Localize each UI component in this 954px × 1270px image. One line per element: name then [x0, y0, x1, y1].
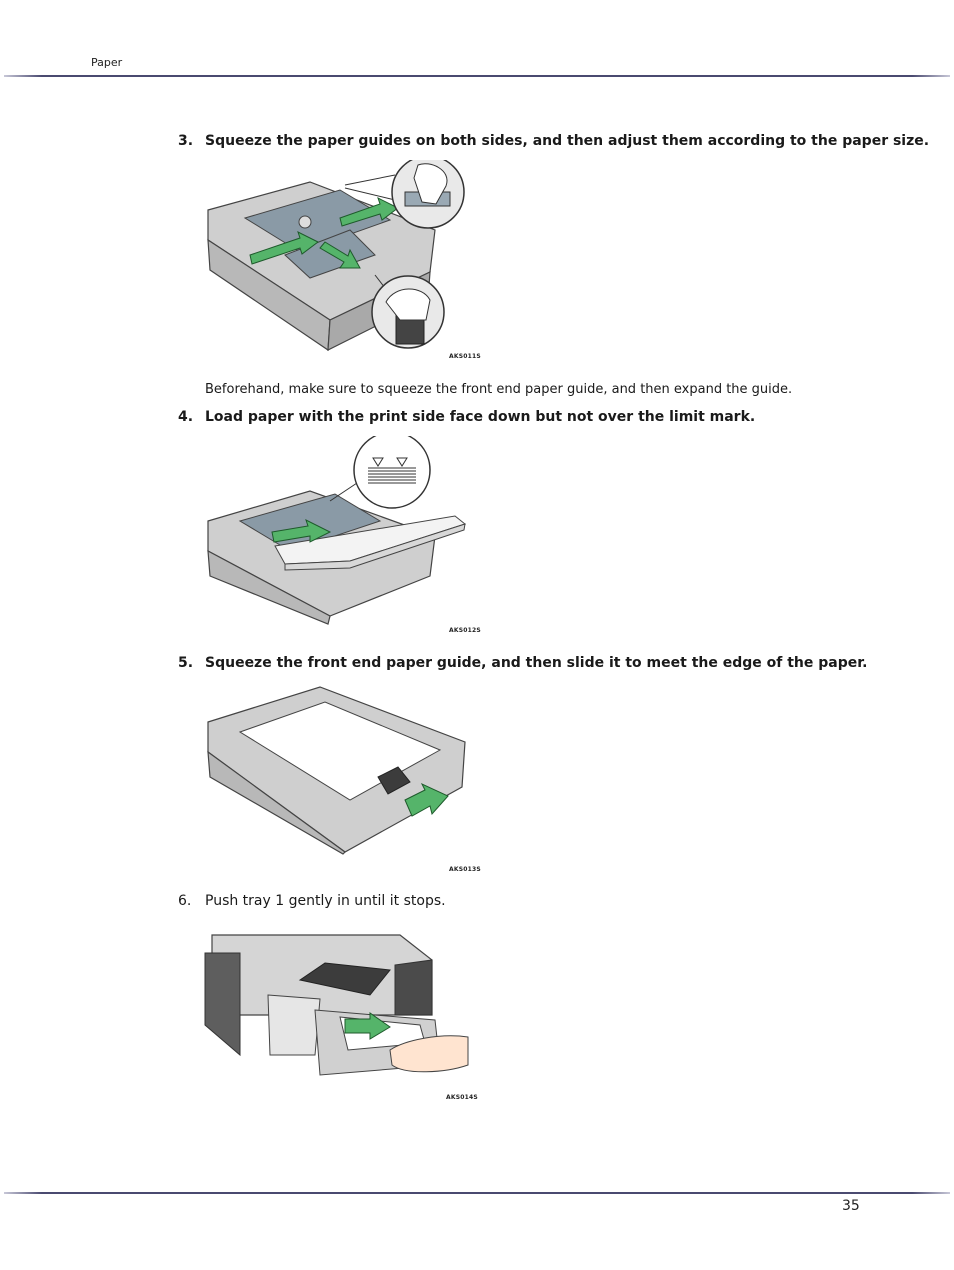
header-rule: [4, 75, 950, 77]
figure-code: AKS013S: [449, 866, 481, 873]
figure-code: AKS012S: [449, 627, 481, 634]
step-3-note: Beforehand, make sure to squeeze the fro…: [205, 382, 793, 397]
push-tray-illustration: [204, 934, 469, 1076]
step-text: Squeeze the paper guides on both sides, …: [205, 133, 930, 149]
front-guide-illustration: [207, 686, 466, 855]
step-6: 6. Push tray 1 gently in until it stops.: [178, 893, 446, 909]
step-4: 4. Load paper with the print side face do…: [178, 409, 755, 425]
step-number: 3.: [178, 133, 194, 149]
step-3: 3. Squeeze the paper guides on both sides…: [178, 133, 929, 149]
step-text: Squeeze the front end paper guide, and t…: [205, 655, 868, 671]
header-section-label: Paper: [91, 56, 123, 69]
step-number: 4.: [178, 409, 194, 425]
footer-rule: [4, 1192, 950, 1194]
step-text: Load paper with the print side face down…: [205, 409, 756, 425]
page-number: 35: [842, 1198, 860, 1214]
load-paper-illustration: [207, 436, 467, 625]
tray-guides-illustration: [207, 160, 465, 352]
figure-code: AKS011S: [449, 353, 481, 360]
step-5: 5. Squeeze the front end paper guide, and…: [178, 655, 867, 671]
figure-code: AKS014S: [446, 1094, 478, 1101]
step-number: 5.: [178, 655, 194, 671]
step-number: 6.: [178, 893, 192, 909]
step-text: Push tray 1 gently in until it stops.: [205, 893, 446, 909]
